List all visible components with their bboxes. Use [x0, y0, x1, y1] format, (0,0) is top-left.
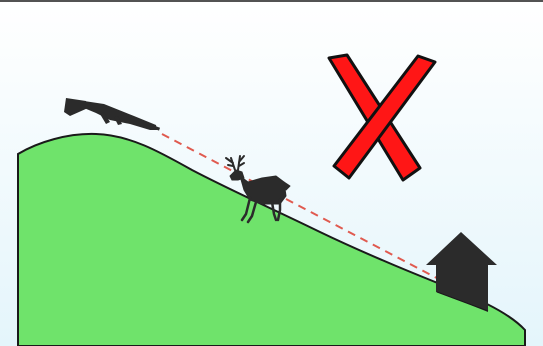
diagram-canvas — [0, 0, 543, 346]
shooting-hazard-diagram — [0, 0, 543, 346]
